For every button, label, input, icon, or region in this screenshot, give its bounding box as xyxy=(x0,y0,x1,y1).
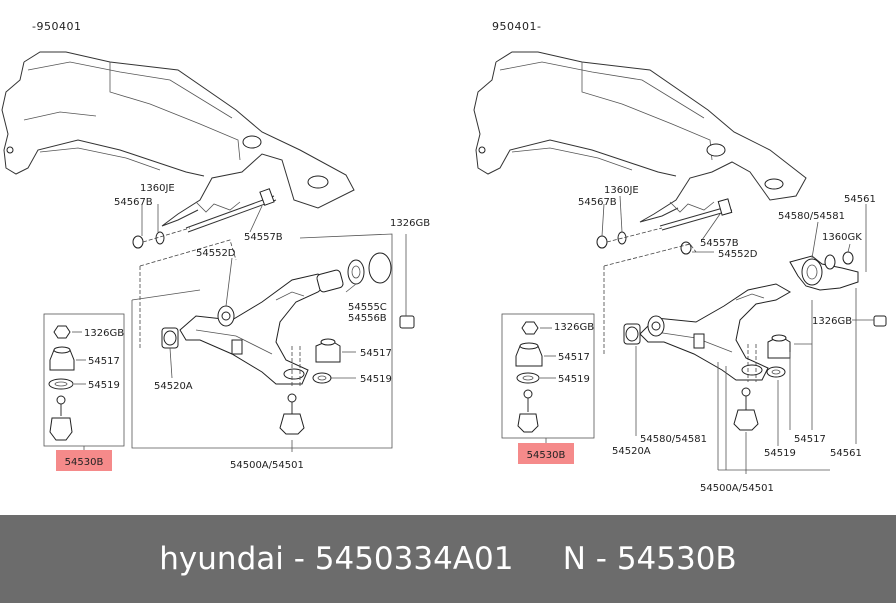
part-number-footer: hyundai - 5450334A01 N - 54530B xyxy=(0,515,896,603)
right-label-54520a: 54520A xyxy=(612,446,651,457)
left-label-1326gb-box: 1326GB xyxy=(84,328,124,339)
right-label-54561-top: 54561 xyxy=(844,194,876,205)
left-label-1360je: 1360JE xyxy=(140,183,175,194)
right-label-54517-bot: 54517 xyxy=(794,434,826,445)
right-label-1360je: 1360JE xyxy=(604,185,639,196)
right-label-54567b: 54567B xyxy=(578,197,617,208)
left-nut-1326gb xyxy=(399,234,415,329)
left-label-54552d: 54552D xyxy=(196,248,236,259)
right-label-54557b: 54557B xyxy=(700,238,739,249)
left-leaders xyxy=(141,204,357,452)
right-control-arm xyxy=(639,283,792,381)
suspension-parts-diagram: -950401 xyxy=(1,20,887,494)
right-arm-balljoint xyxy=(733,334,791,431)
right-label-54580-top: 54580/54581 xyxy=(778,211,845,222)
left-bushing-54555c xyxy=(316,252,392,293)
right-label-54519-bot: 54519 xyxy=(764,448,796,459)
right-diagram: 950401- xyxy=(473,20,887,494)
footer-part-numbers: hyundai - 5450334A01 N - 54530B xyxy=(159,541,737,577)
right-label-54552d: 54552D xyxy=(718,249,758,260)
right-balljoint-kit-box xyxy=(501,313,595,444)
right-label-1326gb-box: 1326GB xyxy=(554,322,594,333)
right-label-54500a: 54500A/54501 xyxy=(700,483,774,494)
right-bushing-54580 xyxy=(789,251,859,291)
left-diagram: -950401 xyxy=(1,20,430,471)
right-period-label: 950401- xyxy=(492,20,541,33)
right-leaders xyxy=(601,195,867,474)
left-period-label: -950401 xyxy=(32,20,81,33)
left-label-54555c: 54555C xyxy=(348,302,387,313)
right-label-1326gb-arm: 1326GB xyxy=(812,316,852,327)
left-label-54556b: 54556B xyxy=(348,313,387,324)
left-label-1326gb-top: 1326GB xyxy=(390,218,430,229)
left-label-54567b: 54567B xyxy=(114,197,153,208)
right-label-54530b: 54530B xyxy=(527,450,566,461)
left-label-54530b: 54530B xyxy=(65,457,104,468)
left-highlight-54530b xyxy=(56,450,112,471)
right-label-54519-box: 54519 xyxy=(558,374,590,385)
left-label-54517-arm: 54517 xyxy=(360,348,392,359)
left-balljoint-kit-box xyxy=(43,313,125,452)
left-label-54557b: 54557B xyxy=(244,232,283,243)
right-nut-1326gb xyxy=(852,315,887,327)
right-highlight-54530b xyxy=(518,443,574,464)
left-bolt-assembly xyxy=(132,188,277,249)
right-bushing-54520a xyxy=(623,323,641,345)
right-label-54517-box: 54517 xyxy=(558,352,590,363)
left-label-54520a: 54520A xyxy=(154,381,193,392)
left-label-54517-box: 54517 xyxy=(88,356,120,367)
right-bolt-assembly xyxy=(596,198,733,255)
left-control-arm xyxy=(179,273,331,385)
right-label-1360gk: 1360GK xyxy=(822,232,862,243)
right-subframe xyxy=(473,51,807,223)
left-arm-balljoint xyxy=(279,338,341,435)
left-bushing-54520a xyxy=(161,327,179,349)
left-label-54519-arm: 54519 xyxy=(360,374,392,385)
left-label-54519-box: 54519 xyxy=(88,380,120,391)
right-label-54561-bot: 54561 xyxy=(830,448,862,459)
right-label-54580-bot: 54580/54581 xyxy=(640,434,707,445)
left-label-54500a: 54500A/54501 xyxy=(230,460,304,471)
left-subframe xyxy=(1,51,355,227)
